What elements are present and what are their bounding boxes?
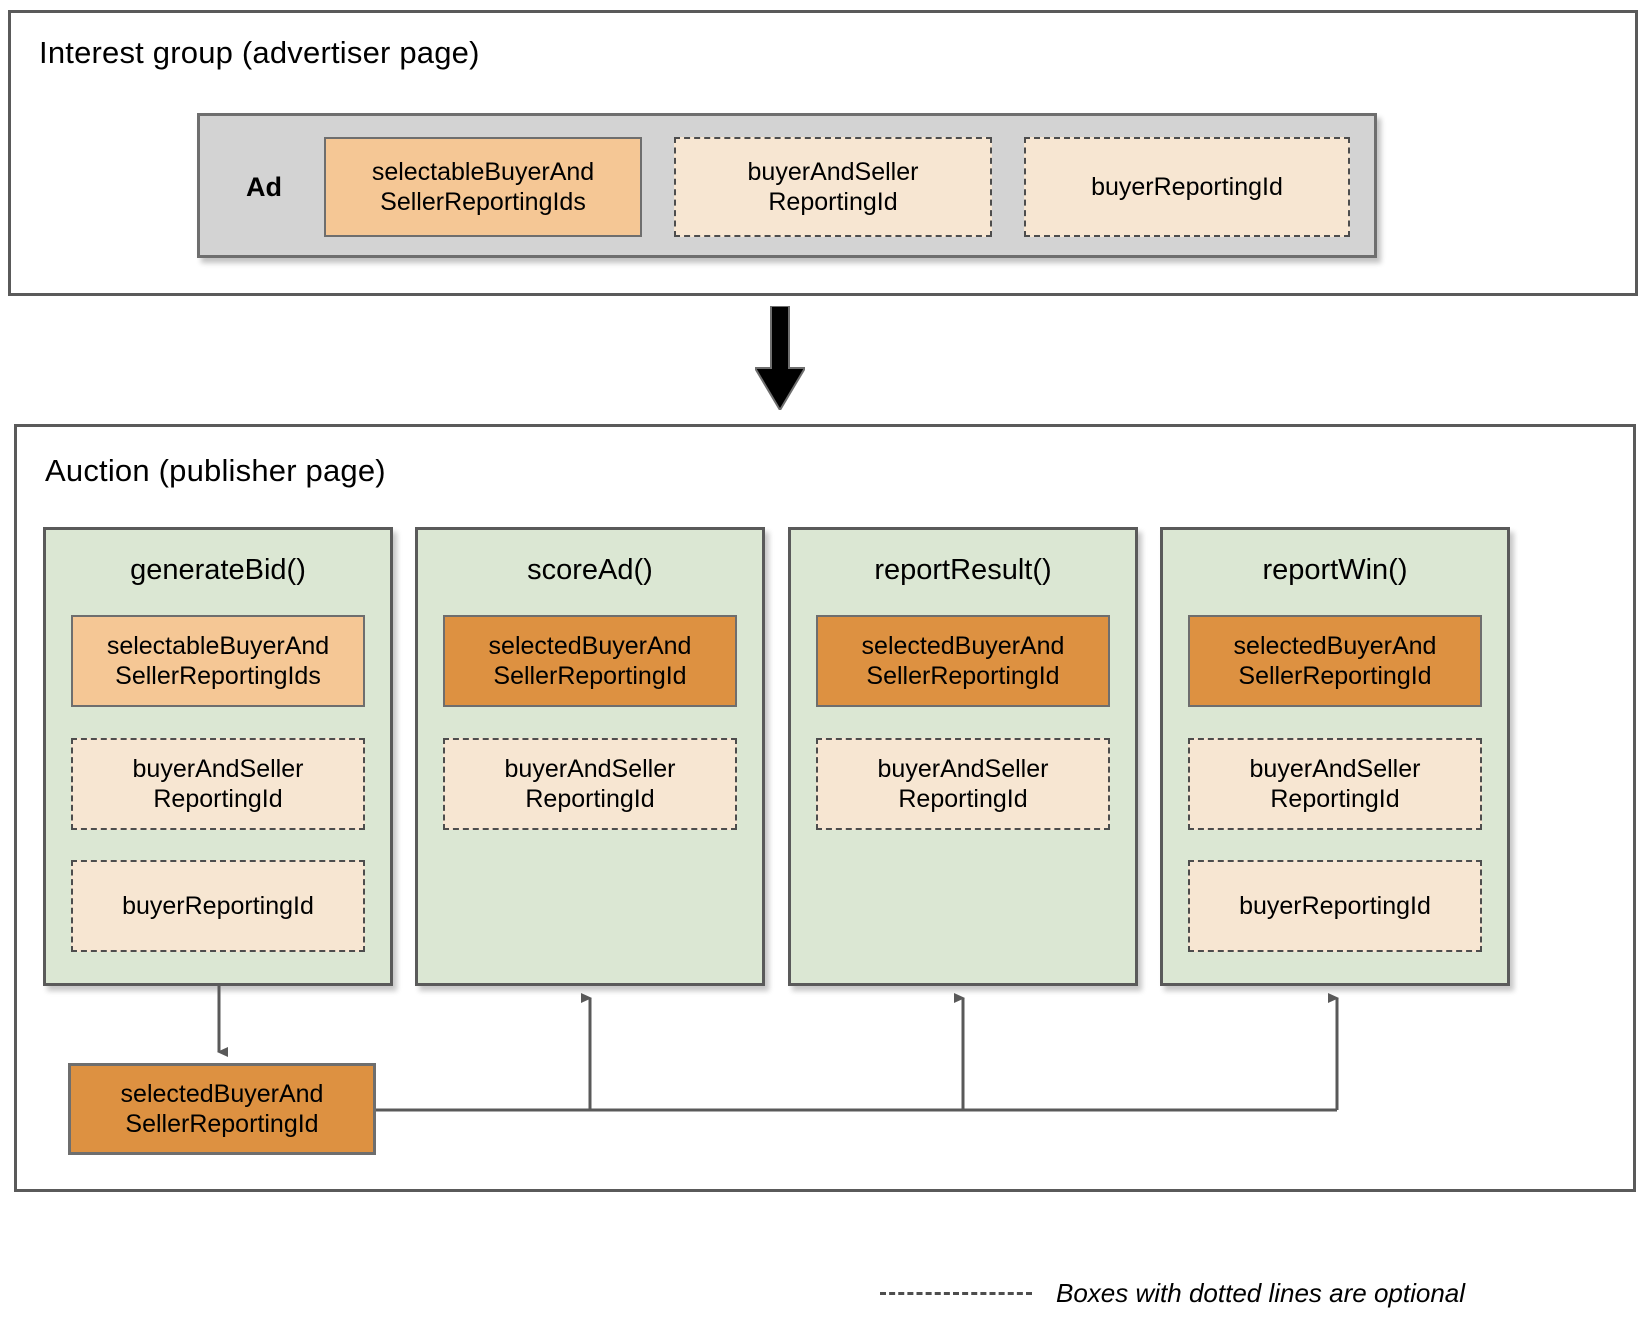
legend-text: Boxes with dotted lines are optional <box>1056 1277 1466 1308</box>
reportwin-chip-buyer-reporting-id: buyerReportingId <box>1188 860 1482 952</box>
legend: Boxes with dotted lines are optional <box>880 1276 1465 1310</box>
reportresult-chip-selected-buyer-and-seller-reporting-id: selectedBuyerAnd SellerReportingId <box>816 615 1110 707</box>
function-column-generatebid: generateBid() selectableBuyerAnd SellerR… <box>43 527 393 986</box>
generatebid-chip-buyer-reporting-id: buyerReportingId <box>71 860 365 952</box>
scoread-chip-buyer-and-seller-reporting-id: buyerAndSeller ReportingId <box>443 738 737 830</box>
generatebid-chip-buyer-and-seller-reporting-id: buyerAndSeller ReportingId <box>71 738 365 830</box>
legend-dashed-line-icon <box>880 1291 1032 1295</box>
function-column-reportwin: reportWin() selectedBuyerAnd SellerRepor… <box>1160 527 1510 986</box>
interest-group-title: Interest group (advertiser page) <box>39 35 480 70</box>
function-title-reportwin: reportWin() <box>1262 554 1408 586</box>
down-arrow-icon <box>755 306 805 410</box>
interest-group-panel: Interest group (advertiser page) Ad sele… <box>8 10 1638 296</box>
auction-title: Auction (publisher page) <box>45 453 386 488</box>
ad-label: Ad <box>246 172 282 202</box>
reportwin-chip-buyer-and-seller-reporting-id: buyerAndSeller ReportingId <box>1188 738 1482 830</box>
function-title-generatebid: generateBid() <box>130 554 306 586</box>
reportwin-chip-selected-buyer-and-seller-reporting-id: selectedBuyerAnd SellerReportingId <box>1188 615 1482 707</box>
generatebid-chip-selectable-buyer-and-seller-reporting-ids: selectableBuyerAnd SellerReportingIds <box>71 615 365 707</box>
ad-container: Ad selectableBuyerAnd SellerReportingIds… <box>197 113 1377 258</box>
function-title-scoread: scoreAd() <box>527 554 653 586</box>
ad-chip-buyer-and-seller-reporting-id: buyerAndSeller ReportingId <box>674 137 992 237</box>
function-title-reportresult: reportResult() <box>874 554 1052 586</box>
ad-chip-selectable-buyer-and-seller-reporting-ids: selectableBuyerAnd SellerReportingIds <box>324 137 642 237</box>
scoread-chip-selected-buyer-and-seller-reporting-id: selectedBuyerAnd SellerReportingId <box>443 615 737 707</box>
reportresult-chip-buyer-and-seller-reporting-id: buyerAndSeller ReportingId <box>816 738 1110 830</box>
ad-chip-buyer-reporting-id: buyerReportingId <box>1024 137 1350 237</box>
function-column-reportresult: reportResult() selectedBuyerAnd SellerRe… <box>788 527 1138 986</box>
result-box-selected-buyer-and-seller-reporting-id: selectedBuyerAnd SellerReportingId <box>68 1063 376 1155</box>
function-column-scoread: scoreAd() selectedBuyerAnd SellerReporti… <box>415 527 765 986</box>
